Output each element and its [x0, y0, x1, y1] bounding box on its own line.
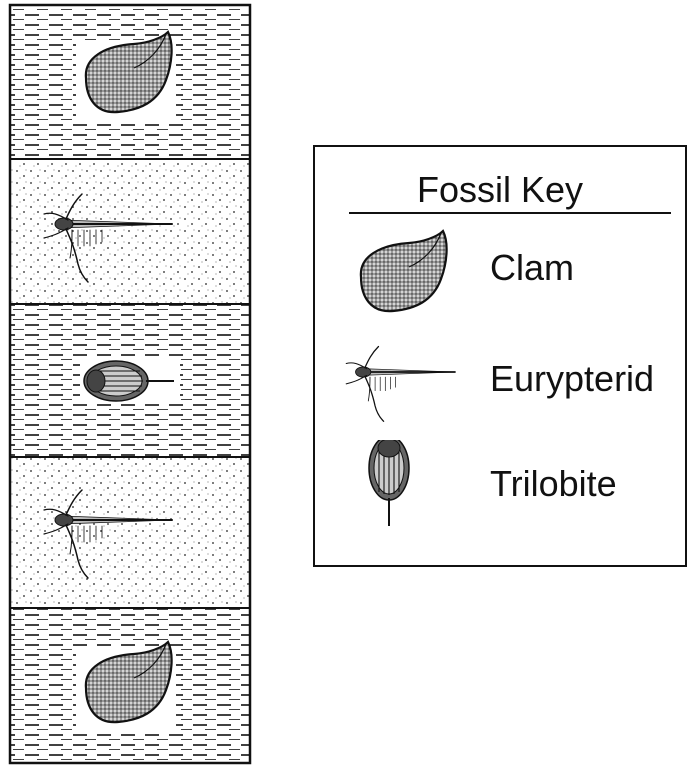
- fossil-key: Fossil Key Clam Eurypterid Trilobite: [313, 145, 687, 567]
- eurypterid-icon: [337, 332, 467, 422]
- key-label-clam: Clam: [490, 247, 574, 289]
- key-label-trilobite: Trilobite: [490, 463, 617, 505]
- trilobite-icon: [359, 440, 419, 540]
- key-divider: [349, 212, 671, 214]
- clam-icon: [339, 227, 459, 317]
- key-label-eurypterid: Eurypterid: [490, 358, 654, 400]
- key-title: Fossil Key: [315, 169, 685, 211]
- layer-1-shale: [10, 5, 250, 159]
- stratigraphic-column: [0, 0, 256, 766]
- layer-5-shale: [10, 608, 250, 763]
- layer-3-shale: [10, 304, 250, 457]
- layer-2-sandstone: [10, 159, 250, 304]
- layer-4-sandstone: [10, 457, 250, 608]
